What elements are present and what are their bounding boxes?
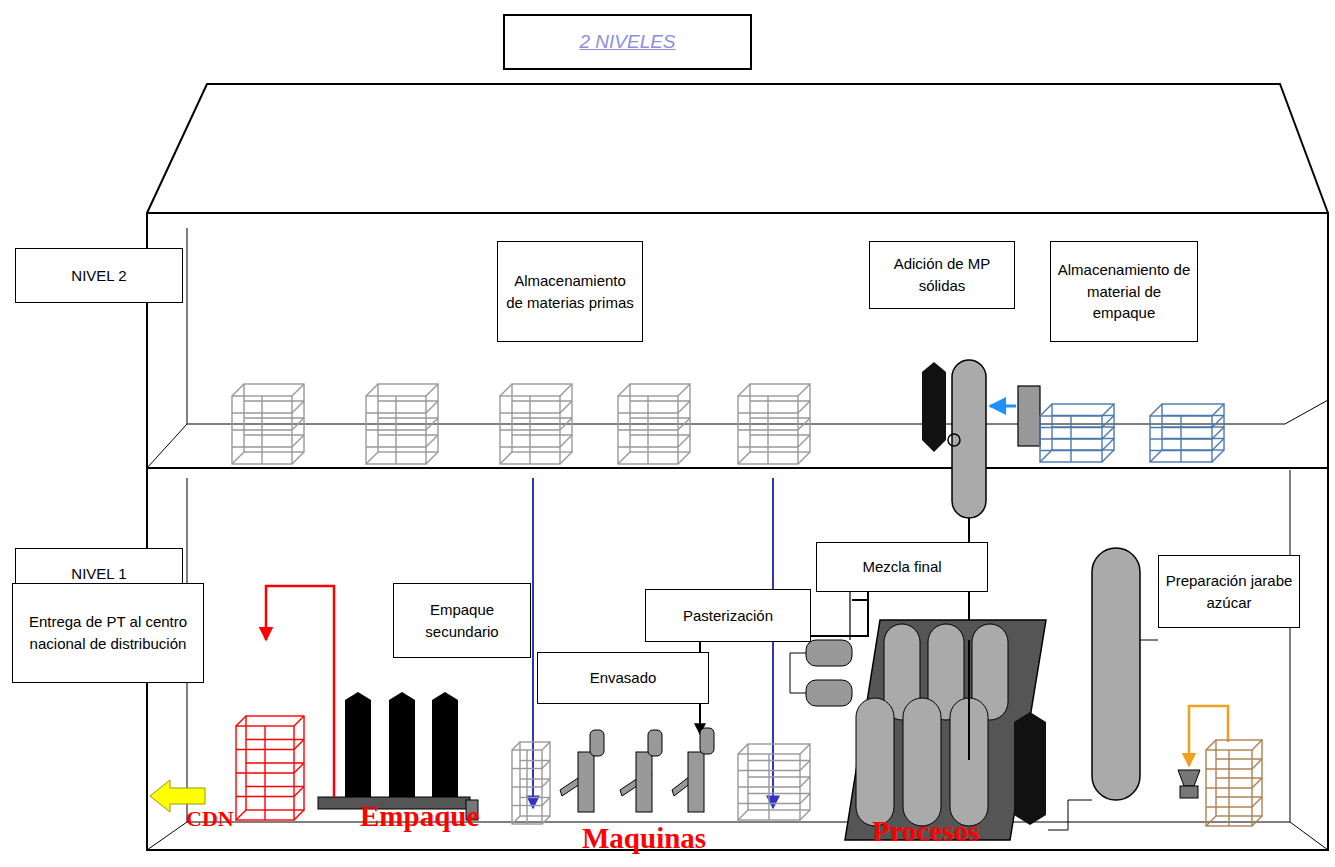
storage-rack bbox=[366, 384, 438, 464]
process-box: Entrega de PT al centro nacional de dist… bbox=[12, 583, 204, 683]
process-box: Envasado bbox=[537, 652, 709, 704]
storage-rack bbox=[236, 716, 304, 820]
title-box: 2 NIVELES bbox=[503, 14, 752, 70]
box-label: Entrega de PT al centro nacional de dist… bbox=[19, 611, 197, 655]
mixing-tanks bbox=[845, 620, 1046, 840]
process-box: Empaque secundario bbox=[393, 583, 531, 658]
storage-rack bbox=[1150, 404, 1224, 462]
process-box: Adición de MP sólidas bbox=[869, 241, 1015, 309]
storage-rack bbox=[1040, 404, 1114, 462]
title-text: 2 NIVELES bbox=[579, 31, 675, 53]
process-box: Mezcla final bbox=[816, 542, 988, 592]
box-label: Envasado bbox=[590, 667, 657, 689]
storage-racks bbox=[232, 384, 1262, 826]
storage-rack bbox=[512, 742, 550, 824]
box-label: Preparación jarabe azúcar bbox=[1165, 570, 1293, 614]
storage-rack bbox=[1206, 740, 1262, 826]
storage-rack bbox=[738, 744, 810, 820]
supply-arrow bbox=[532, 478, 534, 808]
area-label: Empaque bbox=[360, 800, 479, 833]
building-outline bbox=[147, 84, 1328, 850]
box-label: Empaque secundario bbox=[400, 599, 524, 643]
supply-arrow bbox=[772, 478, 774, 808]
box-label: Adición de MP sólidas bbox=[876, 253, 1008, 297]
process-box: Pasterización bbox=[645, 589, 811, 642]
box-label: Mezcla final bbox=[862, 556, 941, 578]
process-box: NIVEL 2 bbox=[15, 248, 183, 303]
box-label: Almacenamiento de material de empaque bbox=[1057, 259, 1191, 324]
storage-rack bbox=[232, 384, 304, 464]
storage-rack bbox=[500, 384, 572, 464]
area-label: Procesos bbox=[872, 815, 979, 848]
box-label: Almacenamiento de materias primas bbox=[504, 270, 636, 314]
box-label: NIVEL 1 bbox=[71, 563, 126, 585]
storage-rack bbox=[618, 384, 690, 464]
area-label: CDN bbox=[186, 806, 234, 832]
area-label: Maquinas bbox=[582, 822, 706, 855]
process-box: Preparación jarabe azúcar bbox=[1158, 555, 1300, 628]
process-box: Almacenamiento de material de empaque bbox=[1050, 241, 1198, 342]
process-box: Almacenamiento de materias primas bbox=[497, 241, 643, 342]
box-label: Pasterización bbox=[683, 605, 773, 627]
filling-machines bbox=[560, 728, 714, 812]
storage-rack bbox=[738, 384, 810, 464]
box-label: NIVEL 2 bbox=[71, 265, 126, 287]
